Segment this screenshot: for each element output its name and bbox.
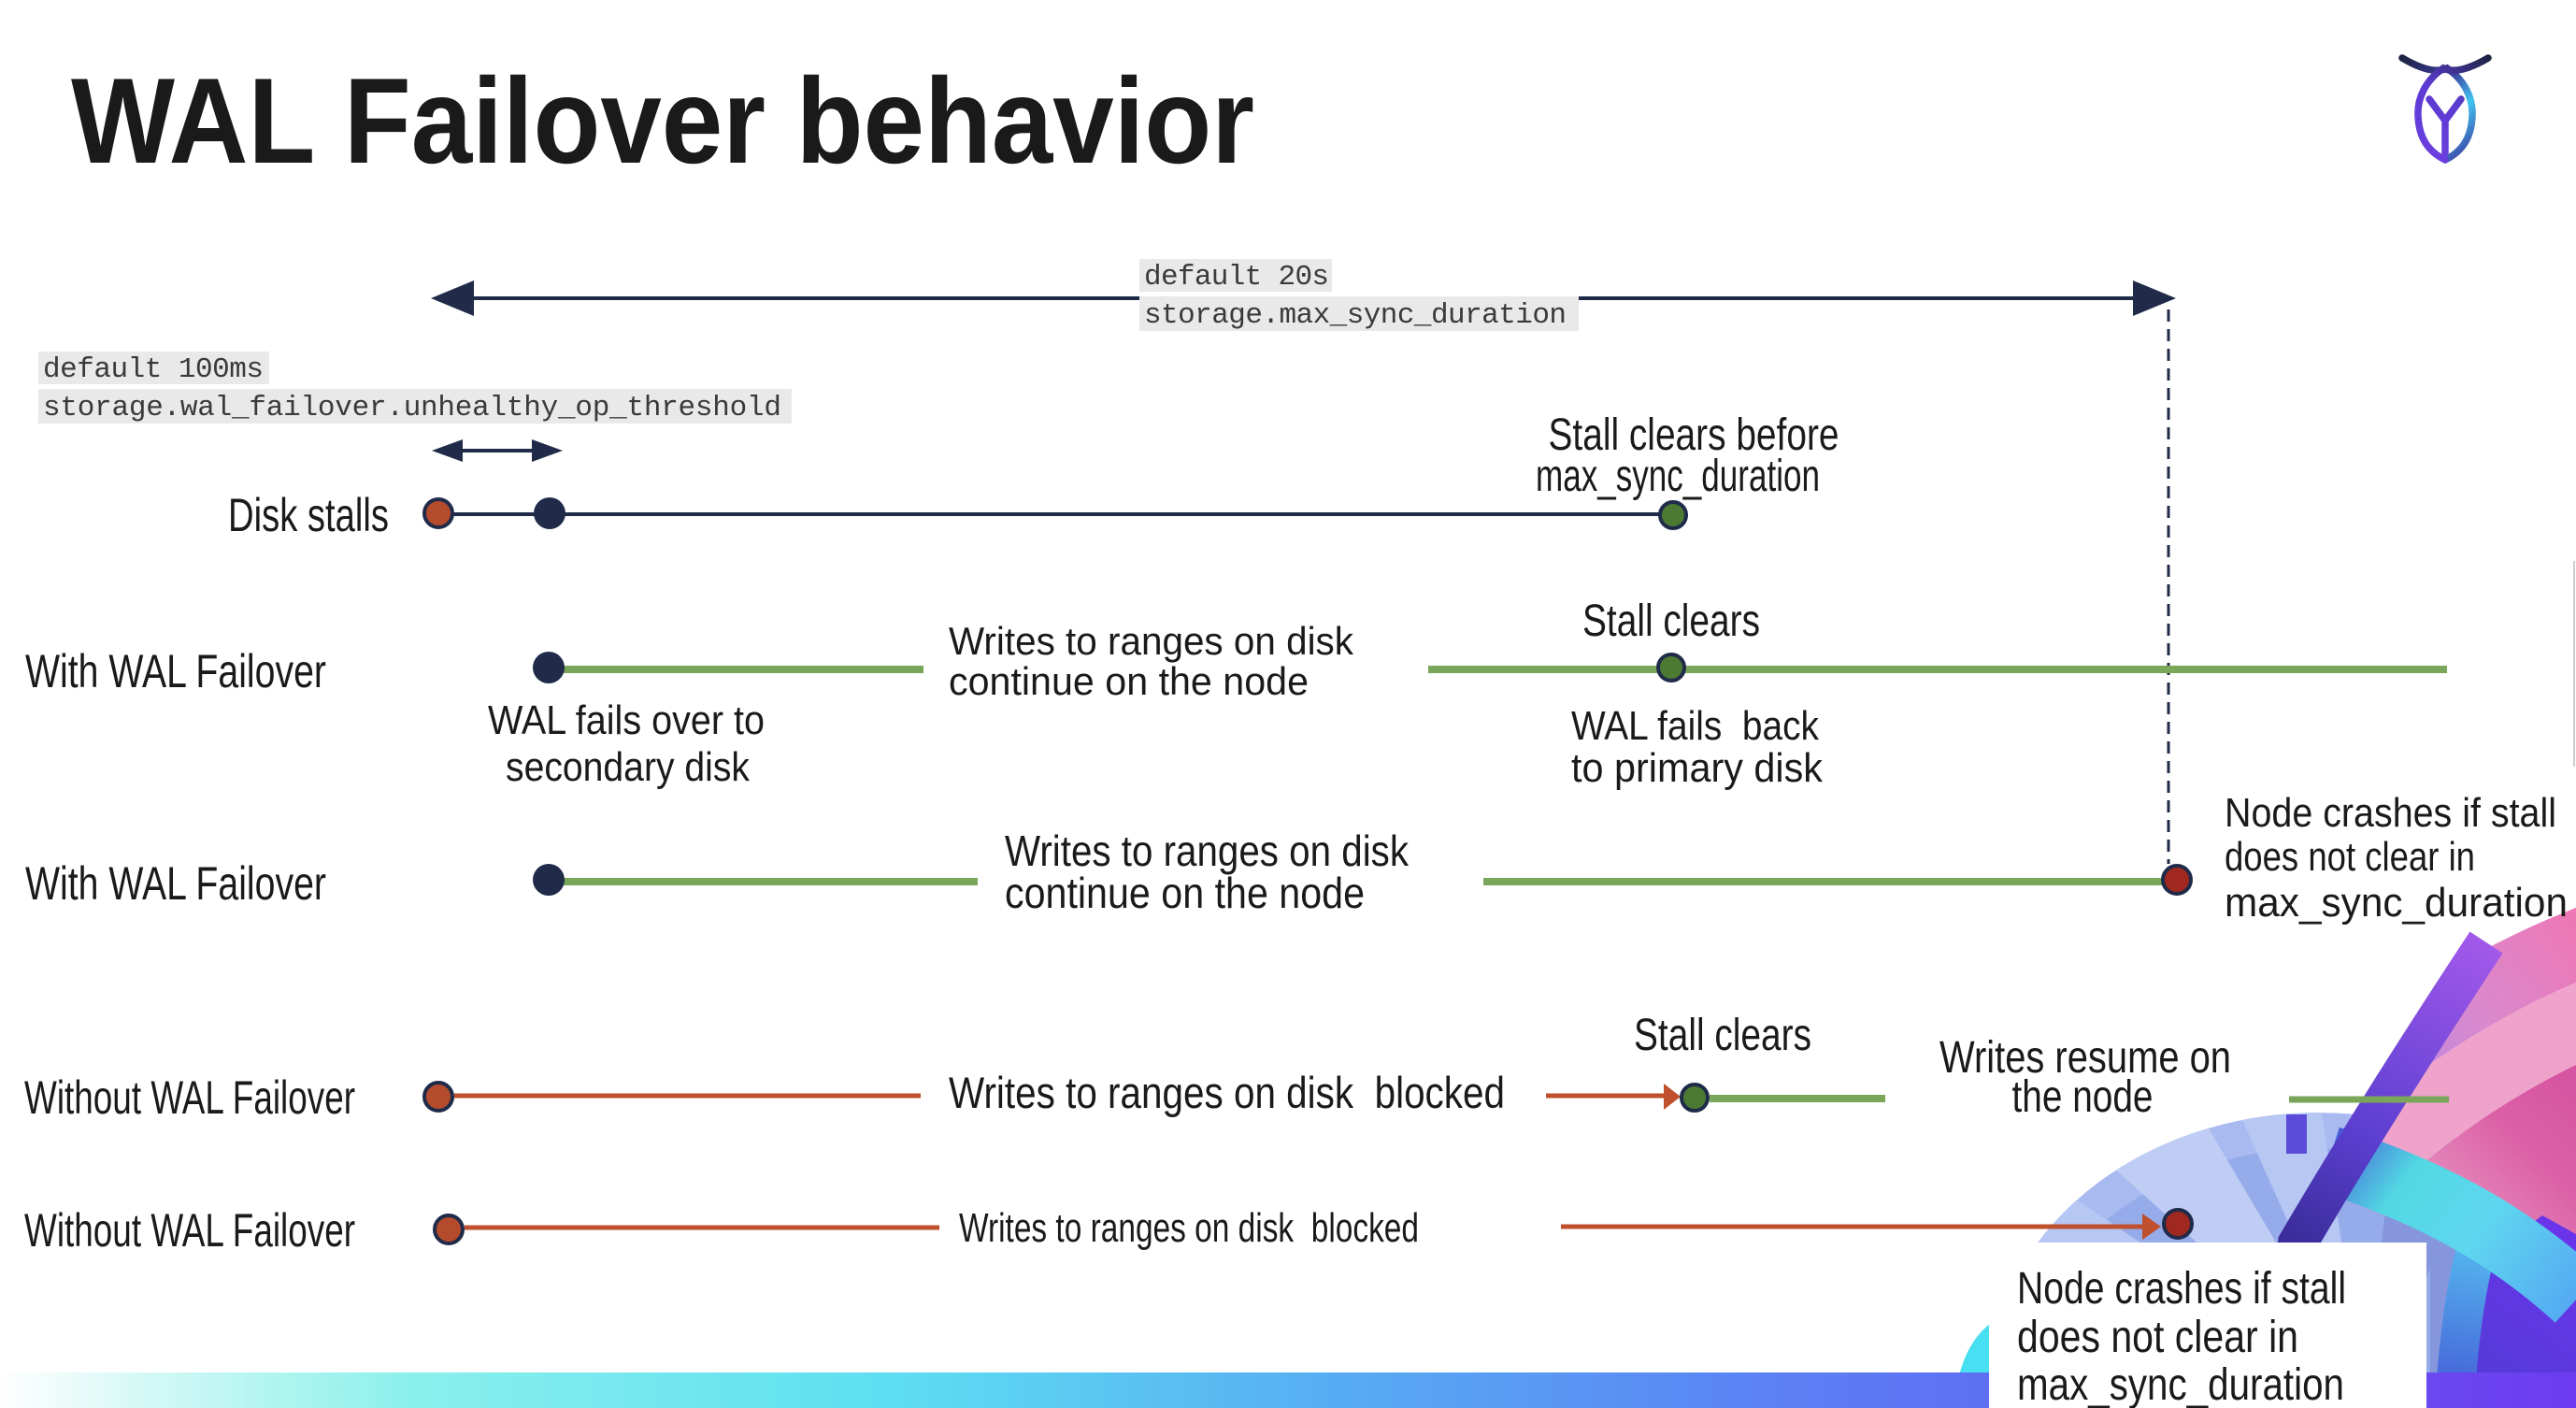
svg-text:Without WAL Failover: Without WAL Failover — [24, 1071, 355, 1124]
svg-text:max_sync_duration: max_sync_duration — [2225, 880, 2568, 926]
svg-text:continue on the node: continue on the node — [949, 659, 1309, 703]
svg-text:Node crashes if stall: Node crashes if stall — [2225, 790, 2556, 836]
svg-text:Node crashes if stall: Node crashes if stall — [2017, 1264, 2346, 1314]
svg-text:Writes to ranges on disk bloc: Writes to ranges on disk blocked — [949, 1068, 1505, 1117]
svg-text:Stall clears: Stall clears — [1634, 1011, 1811, 1060]
svg-text:Without WAL Failover: Without WAL Failover — [24, 1204, 355, 1257]
svg-text:With WAL Failover: With WAL Failover — [25, 857, 326, 910]
svg-text:default 20s: default 20s — [1144, 261, 1329, 294]
svg-text:Stall clears before: Stall clears before — [1549, 410, 1839, 460]
svg-text:Writes to ranges on disk: Writes to ranges on disk — [1005, 826, 1410, 875]
svg-text:With WAL Failover: With WAL Failover — [25, 645, 326, 697]
svg-text:does not clear in: does not clear in — [2017, 1313, 2298, 1362]
svg-text:default 100ms: default 100ms — [43, 353, 264, 386]
svg-text:WAL Failover behavior: WAL Failover behavior — [71, 52, 1254, 189]
svg-text:storage.max_sync_duration: storage.max_sync_duration — [1144, 299, 1567, 332]
svg-text:max_sync_duration: max_sync_duration — [1536, 452, 1820, 501]
svg-text:storage.wal_failover.unhealthy: storage.wal_failover.unhealthy_op_thresh… — [43, 392, 781, 424]
svg-text:Writes to ranges on disk: Writes to ranges on disk — [949, 619, 1354, 663]
svg-text:does not clear in: does not clear in — [2225, 834, 2475, 880]
svg-text:the node: the node — [2012, 1072, 2154, 1122]
svg-text:WAL fails over to: WAL fails over to — [488, 697, 765, 743]
svg-text:WAL fails back: WAL fails back — [1571, 703, 1820, 749]
svg-text:Writes to ranges on disk bloc: Writes to ranges on disk blocked — [959, 1205, 1419, 1251]
svg-text:continue on the node: continue on the node — [1005, 869, 1365, 917]
svg-text:max_sync_duration: max_sync_duration — [2017, 1360, 2344, 1408]
svg-text:Writes resume on: Writes resume on — [1939, 1033, 2231, 1083]
svg-text:to primary disk: to primary disk — [1571, 745, 1824, 791]
svg-text:secondary disk: secondary disk — [506, 744, 751, 790]
svg-text:Disk stalls: Disk stalls — [228, 489, 389, 541]
svg-text:Stall clears: Stall clears — [1582, 596, 1760, 646]
